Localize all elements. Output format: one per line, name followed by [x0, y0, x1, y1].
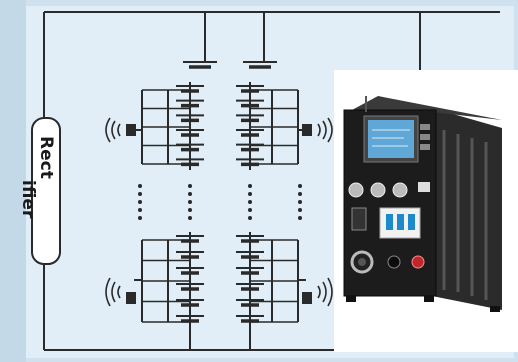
battery-tester-device	[334, 70, 518, 352]
ellipsis-dot	[188, 184, 192, 188]
device-vents	[442, 130, 488, 300]
device-terminal-black	[387, 255, 401, 269]
ellipsis-dot	[248, 208, 252, 212]
device-knobs	[348, 182, 430, 198]
ellipsis-dot	[298, 216, 302, 220]
ellipsis-dot	[138, 200, 142, 204]
wireless-sensor-icon	[302, 277, 333, 307]
wireless-sensor-icon	[105, 117, 136, 143]
wireless-sensor-icon	[302, 117, 333, 143]
ellipsis-dot	[188, 192, 192, 196]
ellipsis-dot	[138, 184, 142, 188]
ellipsis-dot	[138, 208, 142, 212]
ellipsis-dot	[188, 200, 192, 204]
rectifier-label-line2: ifier	[18, 180, 38, 219]
ellipsis-dot	[138, 216, 142, 220]
ellipsis-dot	[248, 200, 252, 204]
ellipsis-dot	[248, 216, 252, 220]
ellipsis-dot	[188, 216, 192, 220]
ellipsis-dot	[298, 200, 302, 204]
battery-string	[134, 61, 217, 350]
device-terminal-red	[411, 255, 425, 269]
left-margin	[0, 0, 26, 362]
ellipsis-dot	[138, 192, 142, 196]
ellipsis-dot	[298, 208, 302, 212]
ellipsis-dot	[298, 192, 302, 196]
device-top	[352, 96, 502, 120]
rectifier-label-line1: Rect	[36, 136, 56, 179]
ellipsis-dot	[188, 208, 192, 212]
battery-strings	[134, 61, 306, 350]
rectifier-module: Rect ifier	[18, 117, 61, 265]
wireless-sensors	[105, 117, 333, 307]
wireless-sensor-icon	[105, 277, 136, 307]
ellipsis-dot	[248, 184, 252, 188]
ellipsis-dots	[138, 184, 302, 220]
device-screen	[368, 120, 414, 158]
ellipsis-dot	[248, 192, 252, 196]
battery-string	[236, 61, 306, 350]
rectifier-box	[31, 117, 61, 265]
ellipsis-dot	[298, 184, 302, 188]
